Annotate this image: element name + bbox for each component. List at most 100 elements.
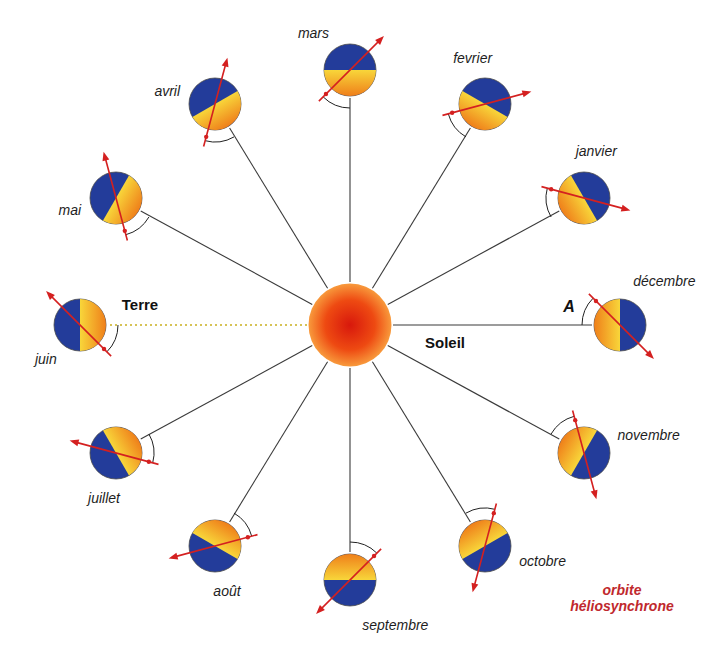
- connector-line: [141, 211, 312, 305]
- earth-circle: fevrier: [458, 77, 512, 131]
- sun-label: Soleil: [425, 334, 465, 351]
- earth-shape: [53, 298, 107, 352]
- earth-shape: [458, 519, 512, 573]
- angle-arc: [448, 114, 466, 137]
- day-group: [449, 91, 507, 140]
- day-group: [548, 417, 597, 475]
- sun-earth-line: [350, 368, 351, 552]
- earth-circle: juin: [53, 298, 107, 352]
- angle-arc: [205, 137, 234, 142]
- orbit-arrowhead: [375, 36, 384, 45]
- orbit-line: [49, 294, 111, 356]
- satellite-dot: [246, 535, 250, 539]
- day-side: [192, 91, 250, 140]
- day-side: [548, 417, 597, 475]
- earth-shape: [188, 77, 242, 131]
- connector-line: [349, 98, 350, 282]
- sun-earth-line: [108, 325, 307, 326]
- orbit-line: [541, 186, 626, 209]
- earth-circle: juillet: [89, 426, 143, 480]
- month-label: janvier: [576, 143, 617, 159]
- orbit-line: [105, 155, 128, 240]
- connector-line: [230, 128, 328, 288]
- earth-shape: [188, 519, 242, 573]
- day-side: [103, 417, 152, 475]
- earth-circle: mai: [89, 171, 143, 225]
- orbit-line: [319, 549, 381, 611]
- earth-shape: [89, 426, 143, 480]
- day-group: [324, 554, 376, 580]
- connector-line: [388, 211, 559, 305]
- angle-arc: [350, 542, 377, 553]
- sun-circle: Soleil: [308, 283, 392, 367]
- angle-arc: [466, 508, 495, 513]
- month-label: septembre: [362, 617, 428, 633]
- orbit-line: [204, 62, 227, 147]
- day-side: [449, 91, 507, 140]
- angle-arc: [582, 298, 593, 325]
- earth-circle: octobre: [458, 519, 512, 573]
- day-group: [192, 91, 250, 140]
- angle-arc: [126, 217, 149, 235]
- day-side: [324, 554, 376, 580]
- satellite-dot: [492, 511, 496, 515]
- month-label: fevrier: [453, 50, 492, 66]
- sun-disc: [309, 284, 392, 367]
- orbit-line: [172, 534, 257, 557]
- sun-earth-line: [141, 346, 312, 440]
- day-group: [449, 510, 507, 559]
- earth-label: Terre: [122, 296, 158, 313]
- orbit-line: [589, 294, 651, 356]
- satellite-dot: [573, 417, 577, 421]
- earth-shape: [323, 553, 377, 607]
- sun-earth-line: [388, 346, 559, 440]
- satellite-dot: [204, 135, 208, 139]
- orbit-arrowhead: [472, 583, 479, 593]
- sun-earth-line: [350, 98, 351, 282]
- orbit-arrowhead: [169, 553, 179, 560]
- earth-circle: avril: [188, 77, 242, 131]
- orbit-line: [74, 441, 159, 464]
- day-side: [594, 299, 620, 351]
- month-label: mars: [298, 25, 329, 41]
- satellite-dot: [102, 347, 106, 351]
- earth-circle: août: [188, 519, 242, 573]
- orbit-arrowhead: [316, 605, 325, 614]
- orbit-arrowhead: [522, 91, 532, 98]
- orbit-arrowhead: [591, 489, 598, 499]
- orbit-arrowhead: [70, 439, 80, 446]
- orbit-arrowhead: [46, 291, 55, 300]
- sun-earth-line: [393, 325, 592, 326]
- orbit-caption: orbite héliosynchrone: [563, 582, 681, 614]
- connector-line: [141, 346, 312, 440]
- day-group: [103, 417, 152, 475]
- day-side: [548, 175, 597, 233]
- month-label: décembre: [633, 273, 695, 289]
- satellite-dot: [372, 554, 376, 558]
- earth-circle: mars: [323, 43, 377, 97]
- sun-shape: [308, 283, 392, 367]
- orbit-arrowhead: [103, 151, 110, 161]
- earth-circle: décembre: [593, 298, 647, 352]
- angle-arc: [234, 513, 252, 536]
- month-label: août: [213, 583, 240, 599]
- month-label: novembre: [618, 427, 680, 443]
- satellite-dot: [324, 92, 328, 96]
- angle-arc: [323, 97, 350, 108]
- angle-arc: [546, 188, 551, 217]
- earth-shape: [557, 171, 611, 225]
- day-side: [192, 510, 250, 559]
- satellite-dot: [594, 299, 598, 303]
- connector-line: [372, 128, 470, 288]
- earth-circle: janvier: [557, 171, 611, 225]
- connector-line: [372, 362, 470, 522]
- orbit-line: [572, 410, 595, 495]
- day-group: [324, 70, 376, 96]
- day-side: [449, 510, 507, 559]
- earth-circle: novembre: [557, 426, 611, 480]
- angle-label: A: [563, 298, 575, 316]
- day-group: [80, 299, 106, 351]
- month-label: juin: [35, 351, 57, 367]
